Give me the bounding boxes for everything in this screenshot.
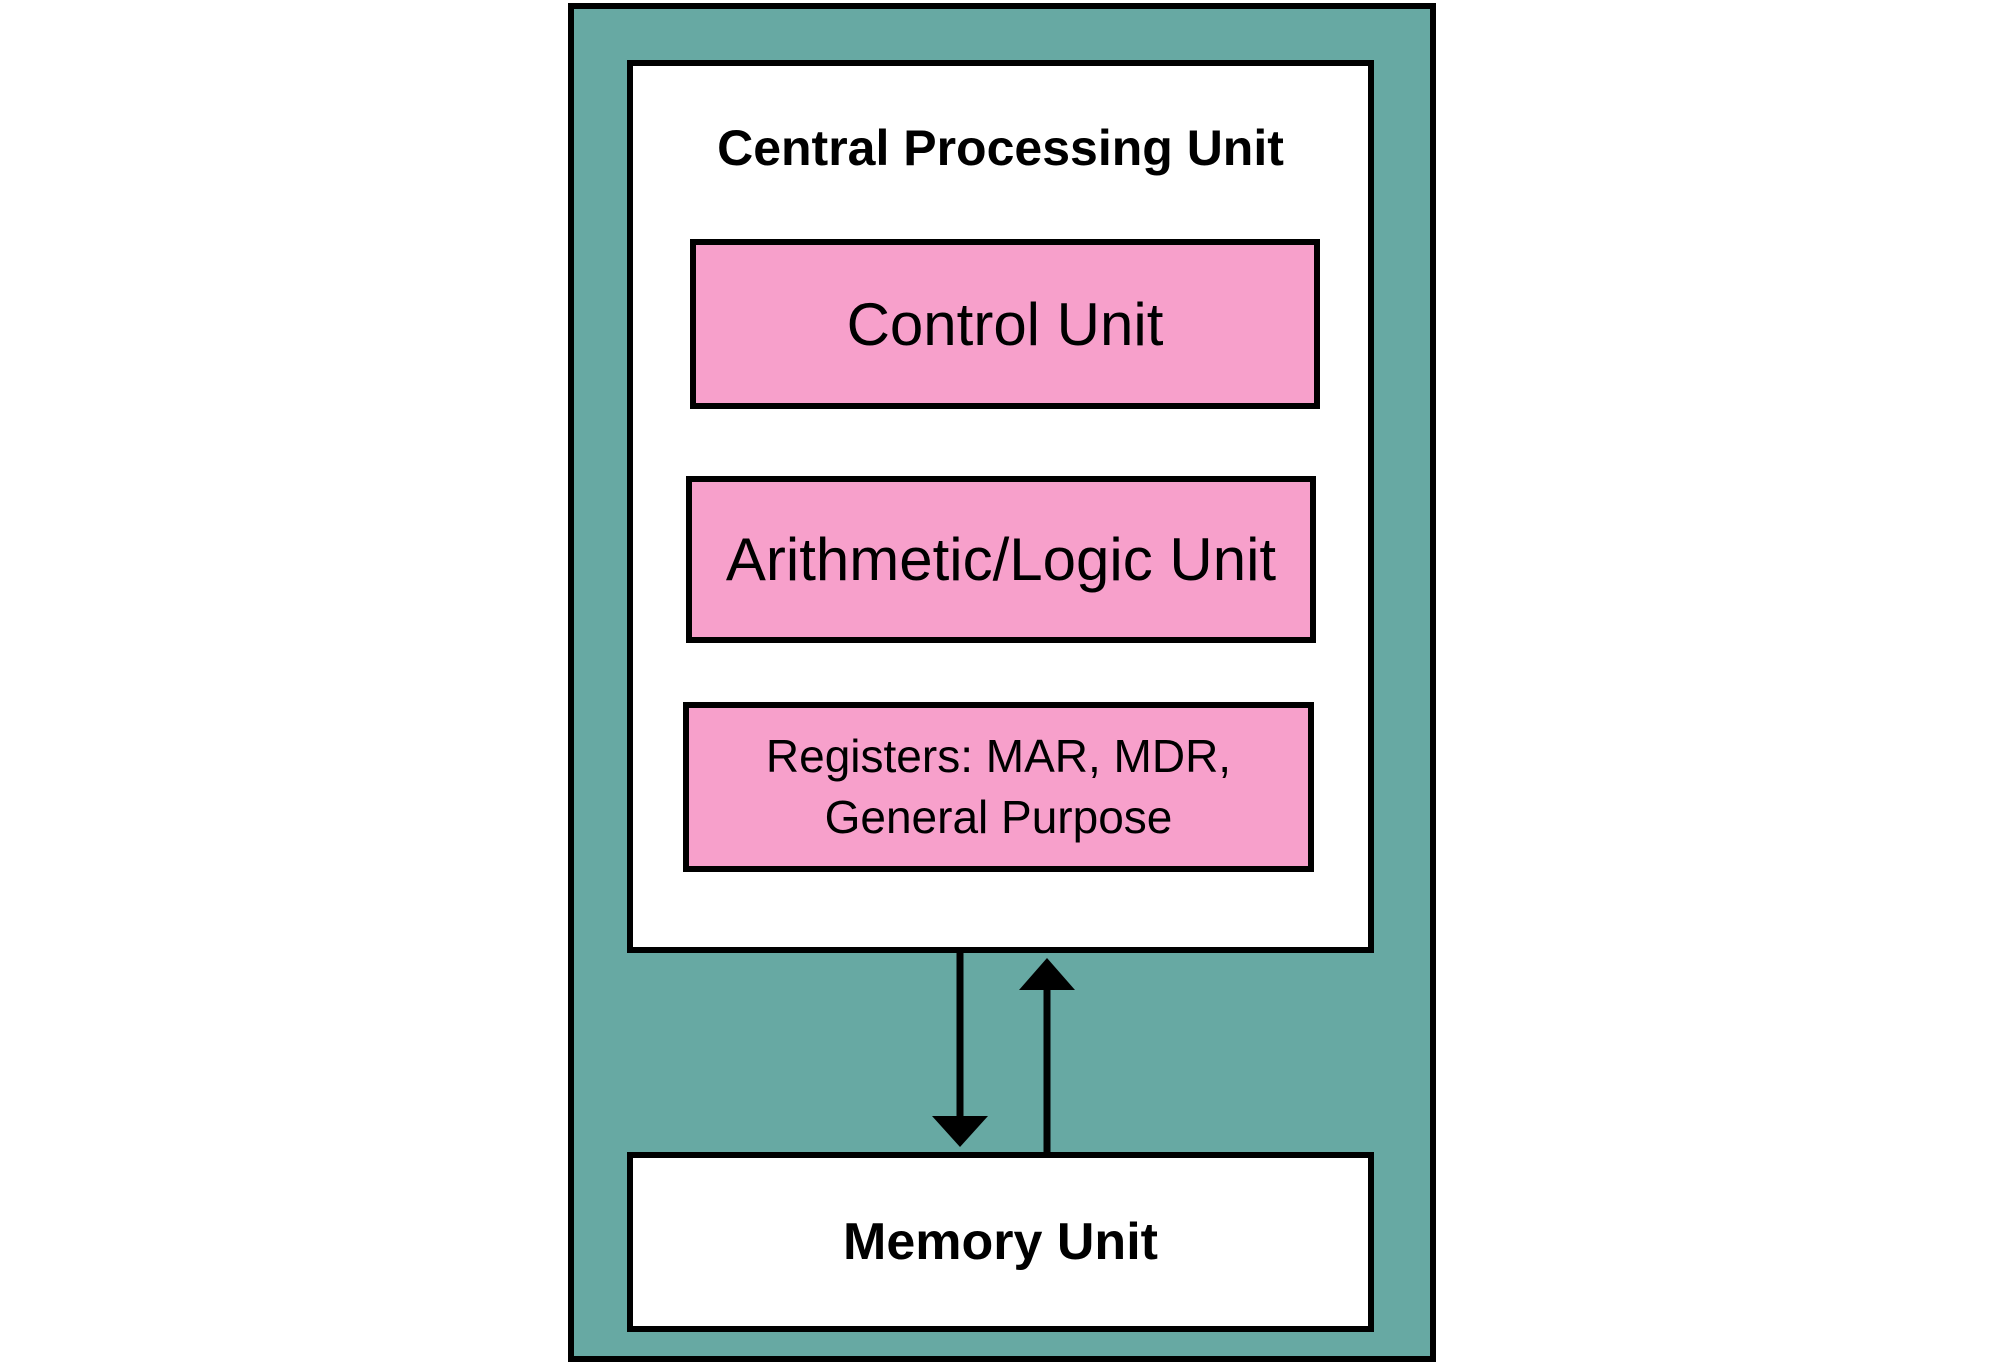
registers-label-line2: General Purpose — [824, 791, 1173, 843]
memory-unit-label: Memory Unit — [843, 1213, 1158, 1271]
registers-label-line1: Registers: MAR, MDR, — [765, 730, 1232, 782]
memory-unit-box: Memory Unit — [627, 1152, 1374, 1332]
registers-box: Registers: MAR, MDR, General Purpose — [683, 702, 1314, 872]
control-unit-box: Control Unit — [690, 239, 1320, 409]
control-unit-label: Control Unit — [846, 290, 1164, 358]
alu-box: Arithmetic/Logic Unit — [686, 476, 1316, 643]
alu-label: Arithmetic/Logic Unit — [725, 526, 1277, 593]
cpu-title: Central Processing Unit — [717, 120, 1284, 176]
